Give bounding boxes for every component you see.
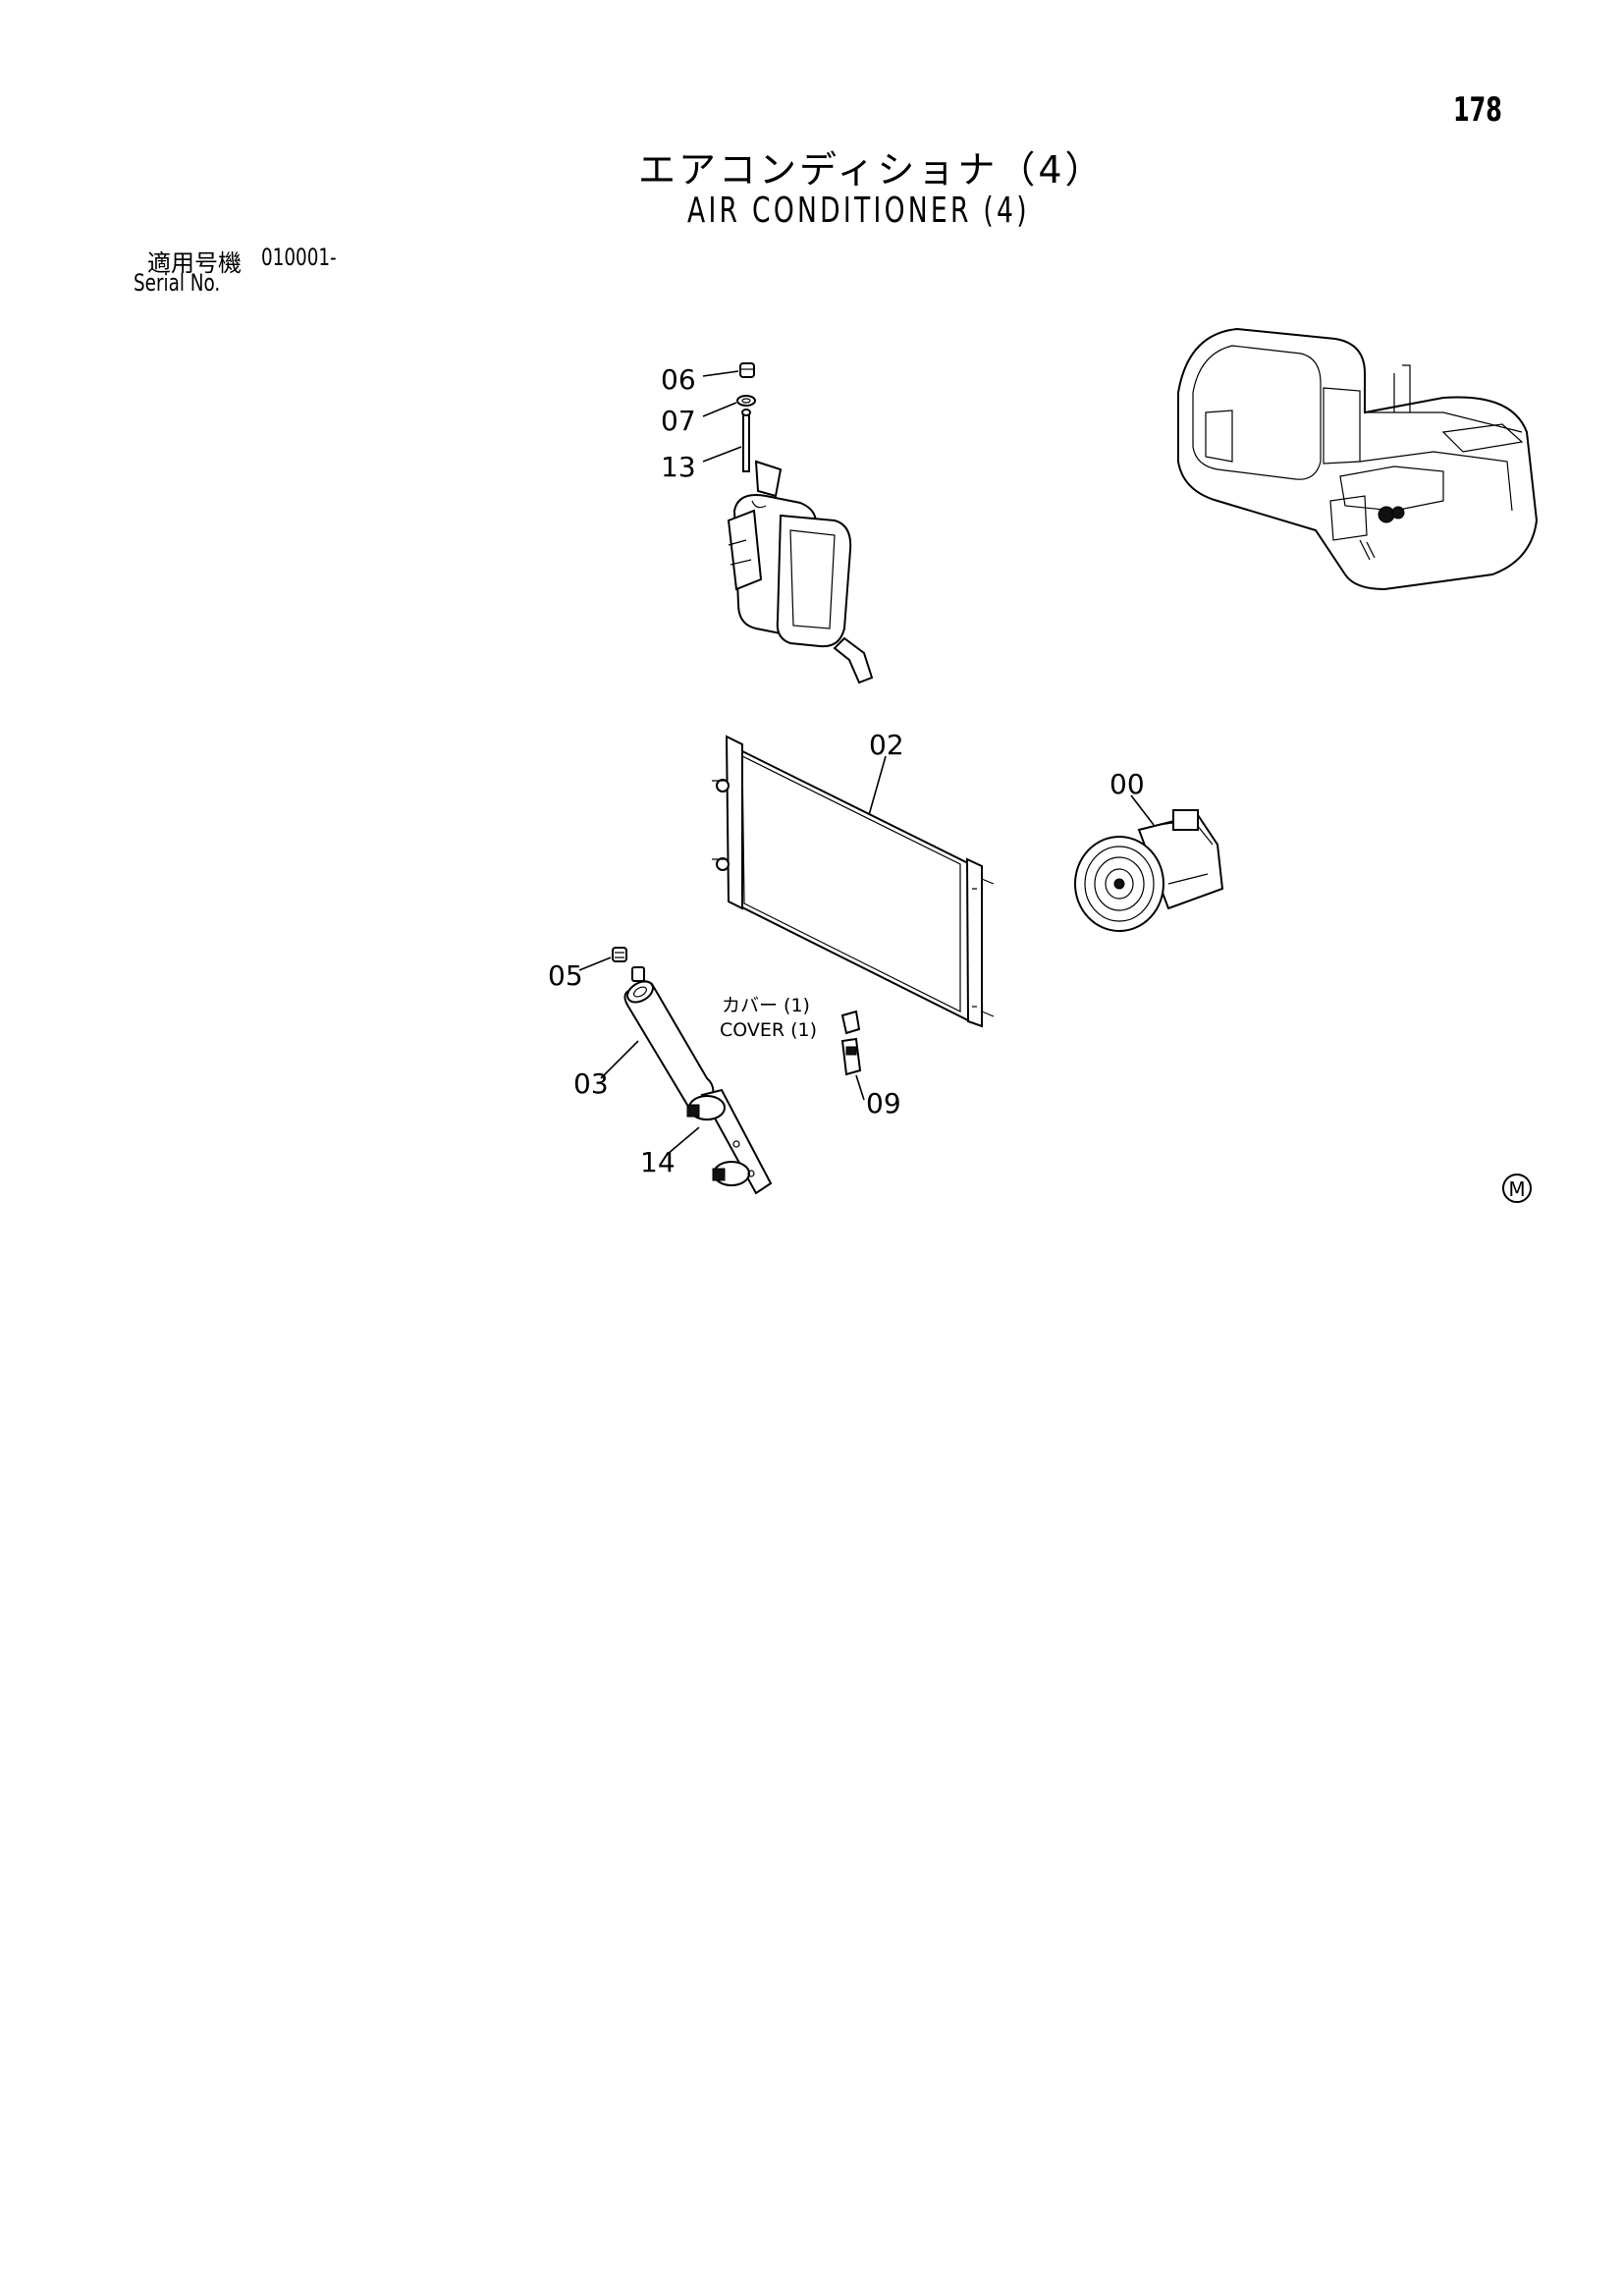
callout-14: 14: [640, 1146, 676, 1178]
callout-03: 03: [573, 1067, 609, 1100]
serial-label-japanese: 適用号機: [147, 249, 242, 277]
model-mark-letter: M: [1508, 1177, 1525, 1201]
cover-label-english: COVER (1): [720, 1019, 817, 1041]
machine-overview-illustration: [1177, 327, 1539, 591]
part-07-seal: [702, 395, 756, 417]
callout-02: 02: [869, 729, 904, 761]
cover-label-japanese: カバー (1): [722, 995, 810, 1016]
part-14-bracket: [667, 1088, 773, 1195]
callout-09: 09: [866, 1087, 901, 1120]
callout-07: 07: [661, 405, 696, 437]
page-number: 178: [1453, 90, 1502, 130]
callout-00: 00: [1109, 768, 1145, 800]
part-09-clip: [840, 1010, 865, 1101]
serial-label-english: Serial No.: [134, 269, 221, 297]
callout-13: 13: [661, 451, 696, 483]
part-06-cap: [702, 362, 755, 378]
receiver-unit: [727, 460, 874, 684]
part-03-drier: [600, 966, 715, 1113]
callout-06: 06: [661, 363, 696, 396]
serial-value: 010001-: [261, 244, 337, 271]
part-05-fitting: [578, 947, 627, 971]
callout-05: 05: [548, 959, 583, 992]
part-13-rod: [702, 409, 751, 472]
title-japanese: エアコンディショナ（4）: [638, 148, 1106, 191]
part-02-condenser: [712, 735, 995, 1028]
title-english: AIR CONDITIONER (4): [687, 191, 1030, 231]
part-00-compressor: [1074, 794, 1224, 932]
model-mark: M: [1502, 1174, 1532, 1203]
